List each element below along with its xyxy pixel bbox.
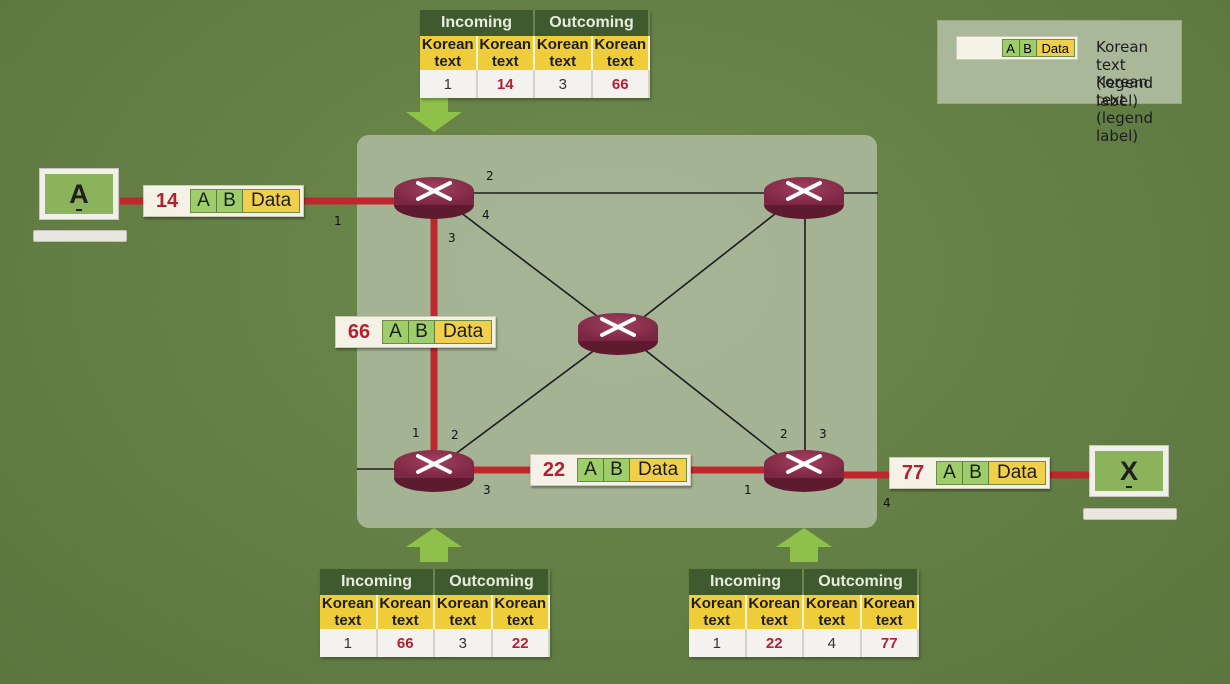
packet-dst: B	[217, 190, 243, 212]
port-label: 1	[412, 426, 420, 440]
out-port: 3	[434, 629, 493, 657]
packet-src: A	[383, 321, 409, 343]
outcoming-header: Outcoming	[803, 569, 919, 595]
host-x-label: X	[1119, 455, 1138, 486]
col-label: Korean text	[476, 36, 535, 70]
router-2	[764, 177, 844, 219]
arrow-up-icon	[776, 528, 832, 562]
host-a-keyboard	[33, 230, 127, 242]
link-r3-r4	[449, 345, 601, 459]
incoming-header: Incoming	[420, 10, 535, 36]
packet-src: A	[937, 462, 963, 484]
col-port: Korean text	[434, 595, 493, 629]
port-label: 3	[483, 483, 491, 497]
legend: A B Data Korean text (legend label) Kore…	[937, 20, 1182, 145]
out-port: 3	[534, 70, 593, 98]
legend-data: Data	[1036, 40, 1074, 56]
link-r1-r3	[459, 211, 619, 333]
legend-vc-label: Korean text (legend label)	[1096, 73, 1154, 145]
packet-dst: B	[604, 459, 630, 481]
router-x-icon	[786, 181, 822, 201]
forwarding-table-r5: Incoming Outcoming Korean text Korean te…	[689, 569, 919, 657]
outcoming-header: Outcoming	[534, 10, 650, 36]
router-1	[394, 177, 474, 219]
packet-dst: B	[409, 321, 435, 343]
legend-dst: B	[1019, 40, 1037, 56]
host-a-computer: A	[39, 168, 119, 220]
link-r3-r5	[639, 345, 783, 459]
packet: 66 A B Data	[335, 316, 497, 348]
port-label: 4	[883, 496, 891, 510]
port-label: 1	[744, 483, 752, 497]
incoming-header: Incoming	[320, 569, 435, 595]
in-label: 22	[745, 629, 804, 657]
packet-src: A	[578, 459, 604, 481]
legend-datagram-label: Korean text (legend label)	[1096, 38, 1154, 110]
vc-label: 66	[347, 320, 371, 343]
in-port: 1	[320, 629, 378, 657]
col-port: Korean text	[420, 36, 478, 70]
vc-label: 14	[155, 189, 179, 212]
host-a-label: A	[69, 178, 89, 209]
vc-label: 22	[542, 458, 566, 481]
forwarding-table-r4: Incoming Outcoming Korean text Korean te…	[320, 569, 550, 657]
packet-data: Data	[435, 321, 492, 343]
col-label: Korean text	[745, 595, 804, 629]
port-label: 2	[780, 427, 788, 441]
in-port: 1	[689, 629, 747, 657]
host-x-keyboard	[1083, 508, 1177, 520]
port-label: 4	[482, 208, 490, 222]
in-label: 66	[376, 629, 435, 657]
port-label: 3	[448, 231, 456, 245]
packet: 14 A B Data	[143, 185, 305, 217]
outcoming-header: Outcoming	[434, 569, 550, 595]
legend-src: A	[1002, 40, 1020, 56]
out-label: 77	[860, 629, 919, 657]
col-label: Korean text	[491, 595, 550, 629]
col-label: Korean text	[860, 595, 919, 629]
col-port: Korean text	[534, 36, 593, 70]
packet-dst: B	[963, 462, 989, 484]
router-4	[394, 450, 474, 492]
router-x-icon	[600, 317, 636, 337]
host-x-computer: X	[1089, 445, 1169, 497]
out-port: 4	[803, 629, 862, 657]
in-label: 14	[476, 70, 535, 98]
packet: 77 A B Data	[889, 457, 1051, 489]
packet-data: Data	[989, 462, 1046, 484]
vc-label: 77	[901, 461, 925, 484]
col-label: Korean text	[591, 36, 650, 70]
port-label: 1	[334, 214, 342, 228]
arrow-down-icon	[406, 97, 462, 132]
router-x-icon	[416, 454, 452, 474]
out-label: 22	[491, 629, 550, 657]
out-label: 66	[591, 70, 650, 98]
legend-datagram-swatch: A B Data	[956, 36, 1078, 60]
router-5	[764, 450, 844, 492]
port-label: 2	[451, 428, 459, 442]
link-r2-r3	[639, 209, 781, 321]
port-label: 3	[819, 427, 827, 441]
in-port: 1	[420, 70, 478, 98]
incoming-header: Incoming	[689, 569, 804, 595]
col-port: Korean text	[689, 595, 747, 629]
packet-src: A	[191, 190, 217, 212]
packet: 22 A B Data	[530, 454, 692, 486]
router-x-icon	[416, 181, 452, 201]
arrow-up-icon	[406, 528, 462, 562]
col-port: Korean text	[320, 595, 378, 629]
port-label: 2	[486, 169, 494, 183]
col-label: Korean text	[376, 595, 435, 629]
col-port: Korean text	[803, 595, 862, 629]
router-3	[578, 313, 658, 355]
router-x-icon	[786, 454, 822, 474]
forwarding-table-r1: Incoming Outcoming Korean text Korean te…	[420, 10, 650, 98]
packet-data: Data	[630, 459, 687, 481]
packet-data: Data	[243, 190, 300, 212]
